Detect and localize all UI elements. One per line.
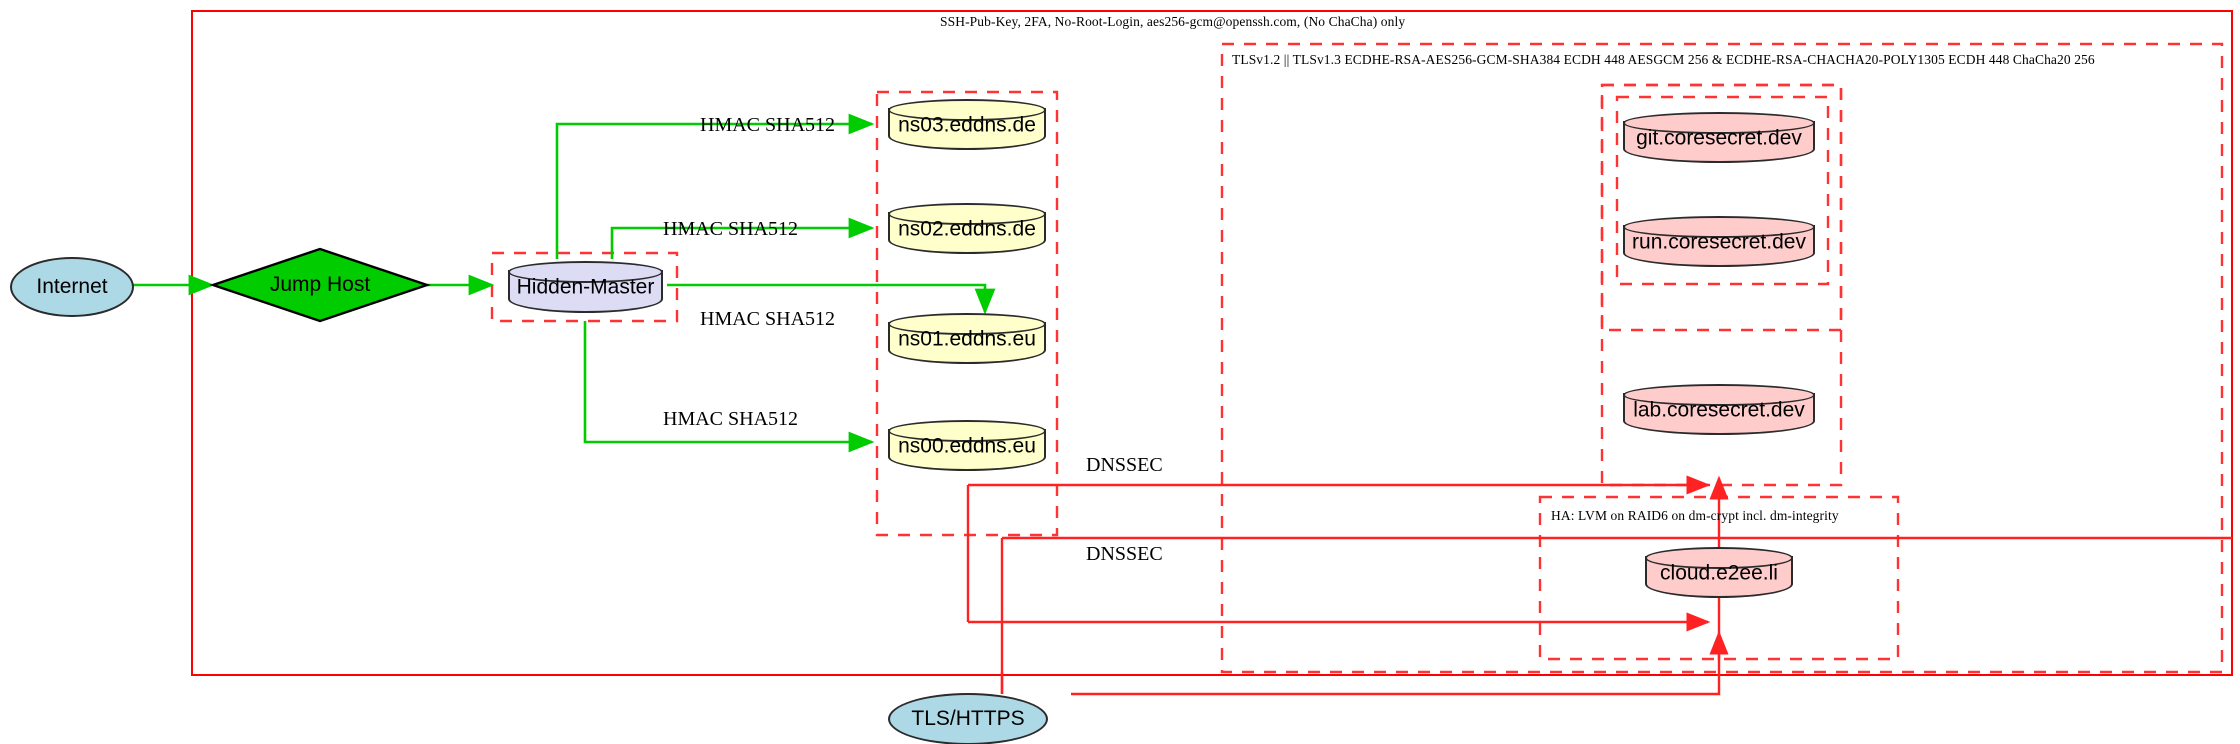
zone-ha-label: HA: LVM on RAID6 on dm-crypt incl. dm-in…	[1551, 508, 1839, 523]
node-ns00[interactable]: ns00.eddns.eu	[888, 420, 1046, 471]
node-ns00-label: ns00.eddns.eu	[898, 433, 1036, 457]
node-internet-label: Internet	[36, 275, 108, 298]
node-ns02[interactable]: ns02.eddns.de	[888, 203, 1046, 254]
cylinder-top	[888, 203, 1046, 225]
cylinder-top	[1623, 112, 1815, 134]
edge-label-hmac-ns00: HMAC SHA512	[663, 408, 799, 430]
edge-label-hmac-ns01: HMAC SHA512	[700, 308, 836, 330]
node-hidden-master[interactable]: Hidden-Master	[508, 261, 663, 313]
edge-label-dnssec-2: DNSSEC	[1086, 543, 1163, 565]
cylinder-top	[1623, 384, 1815, 406]
edge-label-dnssec-1: DNSSEC	[1086, 454, 1163, 476]
node-run-coresecret-label: run.coresecret.dev	[1632, 229, 1806, 253]
node-ns03-label: ns03.eddns.de	[898, 112, 1036, 136]
node-lab-coresecret[interactable]: lab.coresecret.dev	[1623, 384, 1815, 435]
node-internet[interactable]: Internet	[10, 257, 134, 317]
edge-label-hmac-ns03: HMAC SHA512	[700, 114, 836, 136]
cylinder-top	[1645, 547, 1793, 569]
cylinder-top	[888, 420, 1046, 442]
node-cloud-e2ee-label: cloud.e2ee.li	[1660, 560, 1778, 584]
node-ns03[interactable]: ns03.eddns.de	[888, 99, 1046, 150]
node-git-coresecret[interactable]: git.coresecret.dev	[1623, 112, 1815, 163]
node-jump-host-label: Jump Host	[269, 273, 371, 296]
node-hidden-master-label: Hidden-Master	[516, 275, 655, 299]
node-ns02-label: ns02.eddns.de	[898, 216, 1036, 240]
edge-master-ns01	[667, 283, 996, 315]
node-git-coresecret-label: git.coresecret.dev	[1636, 125, 1802, 149]
zone-ssh-outer	[191, 10, 2233, 676]
node-tls-https[interactable]: TLS/HTTPS	[888, 693, 1048, 744]
edge-master-ns03	[555, 113, 875, 259]
zone-ssh-label: SSH-Pub-Key, 2FA, No-Root-Login, aes256-…	[940, 14, 1406, 29]
node-cloud-e2ee[interactable]: cloud.e2ee.li	[1645, 547, 1793, 598]
zone-tls-label: TLSv1.2 || TLSv1.3 ECDHE-RSA-AES256-GCM-…	[1232, 52, 2095, 67]
node-tls-https-label: TLS/HTTPS	[911, 707, 1025, 730]
node-lab-coresecret-label: lab.coresecret.dev	[1633, 397, 1805, 421]
node-ns01[interactable]: ns01.eddns.eu	[888, 313, 1046, 364]
edge-master-ns02	[610, 217, 875, 259]
edge-tlshttps-right	[1071, 500, 1721, 696]
node-ns01-label: ns01.eddns.eu	[898, 326, 1036, 350]
edge-label-hmac-ns02: HMAC SHA512	[663, 218, 799, 240]
jump-host-shape[interactable]	[209, 247, 431, 323]
node-run-coresecret[interactable]: run.coresecret.dev	[1623, 216, 1815, 267]
cylinder-top	[1623, 216, 1815, 238]
cylinder-top	[508, 261, 663, 283]
cylinder-top	[888, 99, 1046, 121]
edge-master-ns00	[583, 321, 875, 453]
cylinder-top	[888, 313, 1046, 335]
